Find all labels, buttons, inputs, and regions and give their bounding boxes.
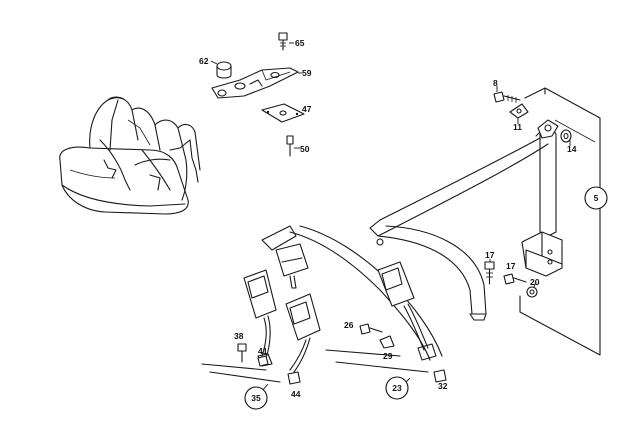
anchor-11-icon (509, 103, 529, 119)
bracket-59-icon (211, 67, 299, 99)
part-label-32: 32 (438, 381, 448, 391)
part-label-17-upper: 17 (485, 250, 495, 260)
part-label-50: 50 (300, 144, 310, 154)
bolt-17-lower-icon (503, 273, 527, 285)
callout-35: 35 (244, 386, 268, 410)
washer-41-icon (257, 355, 269, 367)
part-label-38: 38 (234, 331, 244, 341)
part-label-14: 14 (567, 144, 577, 154)
part-label-59: 59 (302, 68, 312, 78)
assembly-label-23: 23 (392, 383, 402, 393)
bolt-26-icon (359, 323, 383, 335)
part-label-20: 20 (530, 277, 540, 287)
callout-23: 23 (385, 376, 409, 400)
bolt-17-upper-icon (484, 261, 495, 285)
part-label-41: 41 (258, 346, 268, 356)
nut-14-icon (560, 129, 572, 143)
nut-44-icon (287, 371, 301, 385)
belt-webbing (261, 137, 549, 361)
buckle-center (325, 261, 447, 383)
assembly-label-5: 5 (594, 193, 599, 203)
bushing-62-icon (216, 61, 232, 79)
nut-32-icon (433, 369, 447, 383)
part-label-47: 47 (302, 104, 312, 114)
part-label-8: 8 (493, 78, 498, 88)
bolt-38-icon (237, 343, 247, 363)
part-label-11: 11 (513, 122, 522, 132)
plate-47-icon (261, 103, 305, 123)
bolt-8-icon (493, 91, 521, 103)
washer-20-icon (526, 286, 538, 298)
part-label-65: 65 (295, 38, 305, 48)
bolt-65-icon (278, 32, 288, 51)
part-label-26: 26 (344, 320, 354, 330)
callout-5: 5 (584, 186, 608, 210)
pin-50-icon (286, 135, 294, 157)
buckle-left-pair (201, 269, 321, 385)
rear-seat-illustration (59, 96, 201, 215)
part-label-62: 62 (199, 56, 209, 66)
washer-29-icon (379, 335, 395, 349)
assembly-callouts: 5 23 35 (244, 186, 608, 410)
part-label-44: 44 (291, 389, 301, 399)
assembly-label-35: 35 (251, 393, 261, 403)
part-labels: 65 62 59 47 50 8 11 14 17 17 20 26 29 32… (199, 38, 577, 399)
upper-anchor-hardware (211, 32, 305, 157)
part-label-17-lower: 17 (506, 261, 516, 271)
retractor-assembly (484, 87, 601, 356)
part-label-29: 29 (383, 351, 393, 361)
